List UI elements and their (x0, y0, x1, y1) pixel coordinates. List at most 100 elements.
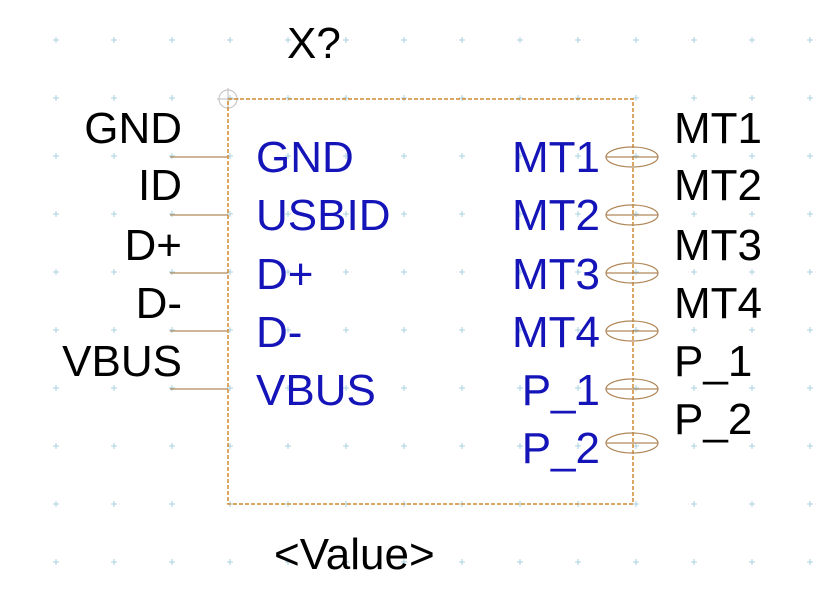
grid-dot (575, 559, 581, 565)
right-pin-external-mt4: MT4 (674, 279, 762, 328)
grid-dot (459, 385, 465, 391)
grid-dot (691, 95, 697, 101)
right-pin-internal-mt4: MT4 (512, 308, 600, 357)
grid-dot (575, 385, 581, 391)
grid-dot (633, 559, 639, 565)
grid-dot (691, 559, 697, 565)
grid-dot (459, 443, 465, 449)
grid-dot (807, 327, 813, 333)
grid-dot (401, 211, 407, 217)
grid-dot (169, 37, 175, 43)
grid-dot (633, 153, 639, 159)
grid-dot (691, 153, 697, 159)
pin-wires (170, 156, 228, 390)
right-pin-pad[interactable] (605, 432, 659, 454)
grid-dot (285, 443, 291, 449)
grid-dot (575, 443, 581, 449)
grid-dot (459, 269, 465, 275)
grid-dot (749, 153, 755, 159)
grid-dot (401, 269, 407, 275)
grid-dot (517, 559, 523, 565)
right-pin-pad[interactable] (605, 262, 659, 284)
grid-dots (53, 37, 813, 565)
grid-dot (285, 269, 291, 275)
grid-dot (575, 95, 581, 101)
grid-dot (343, 269, 349, 275)
grid-dot (749, 501, 755, 507)
grid-dot (169, 211, 175, 217)
grid-dot (807, 443, 813, 449)
grid-dot (401, 327, 407, 333)
grid-dot (343, 153, 349, 159)
grid-dot (459, 327, 465, 333)
grid-dot (227, 385, 233, 391)
grid-dot (517, 385, 523, 391)
grid-dot (401, 559, 407, 565)
grid-dot (517, 211, 523, 217)
component-body[interactable] (227, 98, 634, 505)
grid-dot (111, 327, 117, 333)
grid-dot (111, 37, 117, 43)
grid-dot (459, 559, 465, 565)
right-pin-pad[interactable] (605, 378, 659, 400)
grid-dot (749, 95, 755, 101)
value-label[interactable]: <Value> (274, 530, 435, 579)
right-pin-pad[interactable] (605, 320, 659, 342)
grid-dot (53, 385, 59, 391)
grid-dot (285, 153, 291, 159)
grid-dot (227, 211, 233, 217)
left-pin-internal-dminus: D- (256, 308, 303, 357)
grid-dot (111, 269, 117, 275)
grid-dot (633, 269, 639, 275)
grid-dot (749, 443, 755, 449)
grid-dot (227, 37, 233, 43)
grid-dot (807, 153, 813, 159)
right-pin-pad[interactable] (605, 204, 659, 226)
grid-dot (517, 95, 523, 101)
grid-dot (575, 269, 581, 275)
grid-dot (53, 559, 59, 565)
grid-dot (517, 153, 523, 159)
grid-dot (169, 443, 175, 449)
grid-dot (53, 95, 59, 101)
right-pin-internal-mt3: MT3 (512, 250, 600, 299)
grid-dot (285, 559, 291, 565)
grid-dot (749, 211, 755, 217)
grid-dot (575, 327, 581, 333)
grid-dot (807, 501, 813, 507)
grid-dot (343, 37, 349, 43)
grid-dot (111, 95, 117, 101)
grid-dot (285, 211, 291, 217)
right-pin-external-p1: P_1 (674, 337, 753, 386)
grid-dot (401, 153, 407, 159)
grid-dot (633, 211, 639, 217)
grid-dot (575, 153, 581, 159)
grid-dot (749, 37, 755, 43)
grid-dot (633, 327, 639, 333)
right-pin-internal-p1: P_1 (521, 366, 600, 415)
grid-dot (807, 385, 813, 391)
grid-dot (633, 501, 639, 507)
designator-label[interactable]: X? (287, 19, 341, 68)
grid-dot (53, 443, 59, 449)
left-pin-external-dplus: D+ (124, 221, 182, 270)
grid-dot (807, 211, 813, 217)
grid-dot (111, 559, 117, 565)
grid-dot (169, 153, 175, 159)
grid-dot (111, 153, 117, 159)
grid-dot (169, 327, 175, 333)
grid-dot (807, 269, 813, 275)
grid-dot (111, 443, 117, 449)
grid-dot (343, 385, 349, 391)
grid-dot (401, 95, 407, 101)
right-pin-pad[interactable] (605, 146, 659, 168)
grid-dot (749, 269, 755, 275)
right-pin-internal-p2: P_2 (521, 424, 600, 473)
grid-dot (53, 269, 59, 275)
grid-dot (285, 385, 291, 391)
grid-dot (807, 95, 813, 101)
right-pin-external-mt1: MT1 (674, 104, 762, 153)
grid-dot (343, 95, 349, 101)
grid-dot (401, 443, 407, 449)
